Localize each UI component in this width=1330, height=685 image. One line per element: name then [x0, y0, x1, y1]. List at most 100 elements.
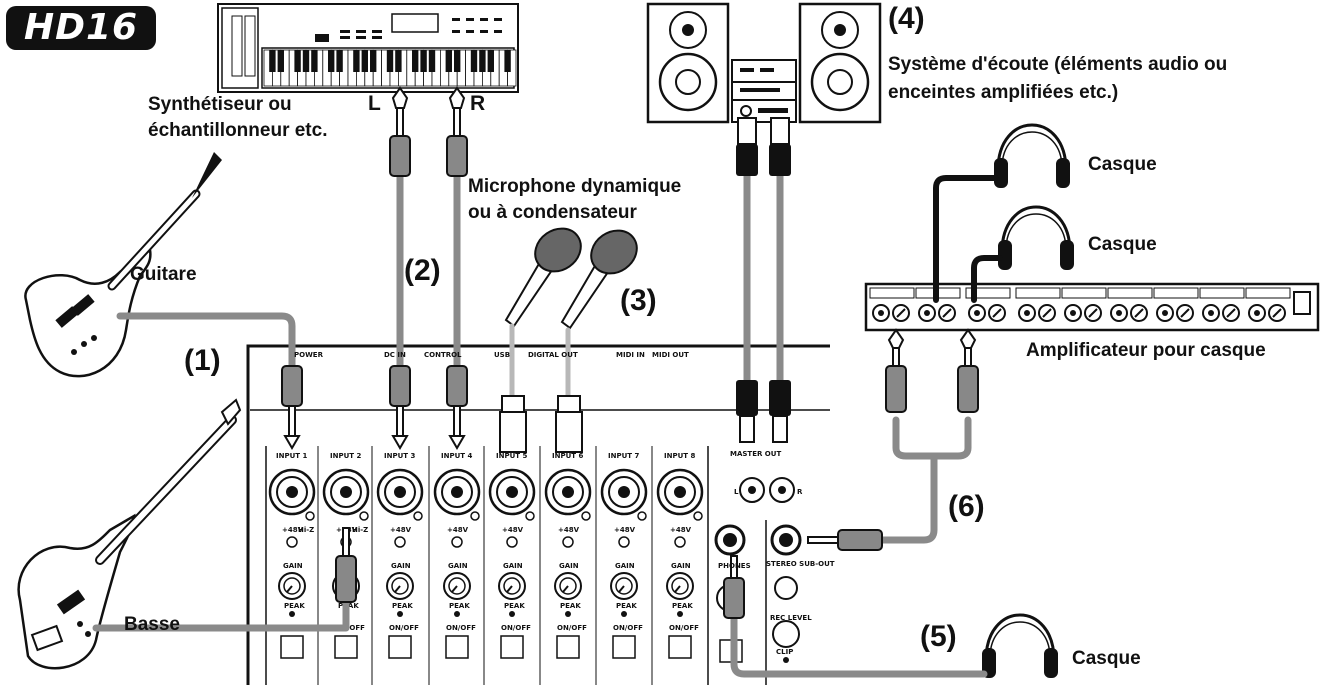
synth-label-line2: échantillonneur etc. — [148, 120, 328, 141]
hifi-stack-icon — [731, 59, 797, 123]
svg-text:PEAK: PEAK — [672, 602, 693, 610]
svg-text:+48V: +48V — [614, 526, 636, 534]
phantom-switch-4 — [451, 536, 463, 548]
svg-text:PEAK: PEAK — [504, 602, 525, 610]
svg-text:ON/OFF: ON/OFF — [446, 624, 476, 632]
on-off-button-8 — [668, 635, 692, 659]
rear-label-midi-in: MIDI IN — [616, 351, 645, 359]
peak-led-5 — [509, 611, 515, 617]
phones-label: PHONES — [718, 562, 751, 570]
speaker-left-icon — [646, 2, 730, 124]
peak-led-1 — [289, 611, 295, 617]
step-number-5: (5) — [920, 620, 957, 653]
phantom-switch-3 — [394, 536, 406, 548]
svg-text:PEAK: PEAK — [616, 602, 637, 610]
rear-label-usb: USB — [494, 351, 510, 359]
synth-left-label: L — [368, 92, 381, 115]
step-number-2: (2) — [404, 254, 441, 287]
headphones-label-1: Casque — [1088, 154, 1157, 175]
rear-label-midi-out: MIDI OUT — [652, 351, 689, 359]
on-off-button-2 — [334, 635, 358, 659]
guitar-icon — [24, 152, 222, 378]
svg-text:PEAK: PEAK — [392, 602, 413, 610]
bass-icon — [17, 398, 242, 670]
input-label-3: INPUT 3 — [384, 452, 415, 460]
rear-label-digital-out: DIGITAL OUT — [528, 351, 578, 359]
svg-text:+48V: +48V — [282, 526, 304, 534]
listening-label-line2: enceintes amplifiées etc.) — [888, 82, 1119, 103]
phantom-switch-5 — [506, 536, 518, 548]
phantom-switch-8 — [674, 536, 686, 548]
phantom-switch-7 — [618, 536, 630, 548]
synthesizer-icon — [217, 3, 519, 93]
headphones-label-3: Casque — [1072, 648, 1141, 669]
on-off-button-7 — [612, 635, 636, 659]
svg-text:+48V: +48V — [447, 526, 469, 534]
rear-label-dc-in: DC IN — [384, 351, 406, 359]
peak-led-6 — [565, 611, 571, 617]
mic-label-line2: ou à condensateur — [468, 202, 637, 223]
svg-text:PEAK: PEAK — [560, 602, 581, 610]
hp-amp-label: Amplificateur pour casque — [1026, 340, 1266, 361]
headphones-1-icon — [994, 123, 1070, 188]
synth-label-line1: Synthétiseur ou — [148, 94, 292, 115]
microphone-1-icon — [504, 227, 582, 328]
hd16-logo: HD16 — [6, 6, 156, 50]
svg-text:Hi-Z: Hi-Z — [298, 526, 314, 534]
input-label-4: INPUT 4 — [441, 452, 472, 460]
on-off-button-3 — [388, 635, 412, 659]
bass-label: Basse — [124, 614, 180, 635]
step-number-6: (6) — [948, 490, 985, 523]
microphone-2-icon — [560, 229, 638, 330]
on-off-button-6 — [556, 635, 580, 659]
on-off-button-5 — [500, 635, 524, 659]
svg-text:ON/OFF: ON/OFF — [501, 624, 531, 632]
listening-label-line1: Système d'écoute (éléments audio ou — [888, 54, 1228, 75]
headphones-2-icon — [998, 205, 1074, 270]
svg-text:ON/OFF: ON/OFF — [335, 624, 365, 632]
synth-right-label: R — [470, 92, 486, 115]
input-label-5: INPUT 5 — [496, 452, 527, 460]
headphones-label-2: Casque — [1088, 234, 1157, 255]
headphones-3-icon — [982, 613, 1058, 678]
speaker-right-icon — [798, 2, 882, 124]
svg-text:GAIN: GAIN — [615, 562, 635, 570]
svg-text:+48V: +48V — [558, 526, 580, 534]
input-label-6: INPUT 6 — [552, 452, 583, 460]
svg-text:+48V: +48V — [390, 526, 412, 534]
svg-text:Hi-Z: Hi-Z — [352, 526, 368, 534]
svg-text:+48V: +48V — [670, 526, 692, 534]
mic-label-line1: Microphone dynamique — [468, 176, 682, 197]
rear-label-control: CONTROL — [424, 351, 462, 359]
svg-text:PEAK: PEAK — [284, 602, 305, 610]
svg-text:GAIN: GAIN — [391, 562, 411, 570]
svg-text:GAIN: GAIN — [559, 562, 579, 570]
rear-label-power: POWER — [294, 351, 324, 359]
headphone-amplifier-icon — [864, 282, 1320, 332]
on-off-button-4 — [445, 635, 469, 659]
input-label-2: INPUT 2 — [330, 452, 361, 460]
input-label-7: INPUT 7 — [608, 452, 639, 460]
phantom-switch-1 — [286, 536, 298, 548]
step-number-4: (4) — [888, 2, 925, 35]
panel-labels: POWER DC IN CONTROL USB DIGITAL OUT MIDI… — [294, 351, 835, 656]
svg-text:ON/OFF: ON/OFF — [669, 624, 699, 632]
channel-strip-6: INPUT 6 +48V GAIN PEAK ON/OFF — [539, 446, 592, 685]
peak-led-4 — [454, 611, 460, 617]
channel-strip-7: INPUT 7 +48V GAIN PEAK ON/OFF — [595, 446, 648, 685]
on-off-button-1 — [280, 635, 304, 659]
svg-text:ON/OFF: ON/OFF — [613, 624, 643, 632]
rec-level-label: REC LEVEL — [770, 614, 812, 622]
guitar-label: Guitare — [130, 264, 197, 285]
peak-led-3 — [397, 611, 403, 617]
svg-text:GAIN: GAIN — [671, 562, 691, 570]
svg-text:ON/OFF: ON/OFF — [557, 624, 587, 632]
step-number-1: (1) — [184, 344, 221, 377]
peak-led-7 — [621, 611, 627, 617]
clip-label: CLIP — [776, 648, 793, 656]
